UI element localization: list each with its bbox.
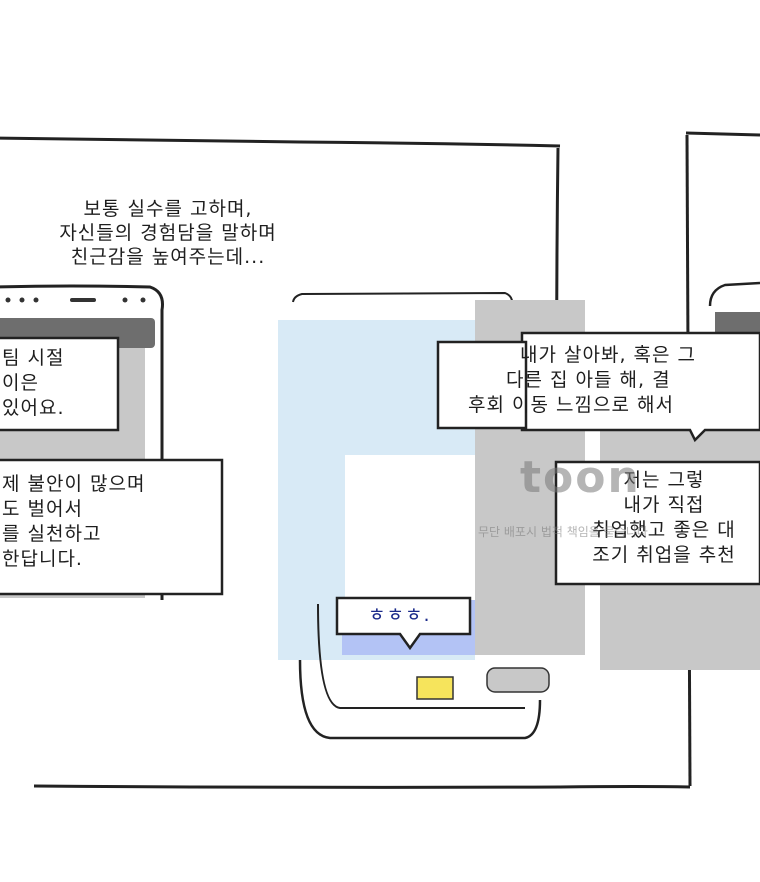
- caption-line-1: 보통 실수를 고하며,: [83, 198, 253, 220]
- caption-line-3: 친근감을 높여주는데...: [70, 246, 266, 268]
- center-reply-text: ㅎㅎㅎ.: [368, 604, 431, 626]
- center-screen-white-area: [345, 455, 475, 600]
- caption-line-2: 자신들의 경험담을 말하며: [59, 222, 277, 244]
- right-top-line-1: 내가 살아봐, 혹은 그: [520, 344, 696, 366]
- right-bottom-line-4: 조기 취업을 추천: [592, 544, 736, 566]
- gray-button: [486, 667, 550, 693]
- left-top-line-2: 이은: [2, 372, 39, 394]
- left-bottom-line-1: 제 불안이 많으며: [2, 473, 146, 495]
- panel-bottom-border: [33, 784, 691, 789]
- left-bottom-line-4: 한답니다.: [2, 548, 83, 570]
- left-top-bubble-text: 팀 시절 이은 있어요.: [2, 346, 64, 421]
- center-reply-bubble: [335, 596, 472, 651]
- left-phone-outline: [0, 284, 164, 600]
- right-bubble-bottom-shape: [554, 460, 760, 586]
- left-bubble-bottom: [0, 458, 224, 596]
- right-top-line-3: 후회 이동 느낌으로 해서: [468, 394, 674, 416]
- watermark-logo: toon: [520, 452, 641, 503]
- right-bubble-top-shape: [520, 331, 760, 443]
- right-bottom-line-3: 취업했고 좋은 대: [592, 519, 736, 541]
- right-top-line-2: 다른 집 아들 해, 결: [506, 369, 671, 391]
- left-top-line-3: 있어요.: [2, 397, 65, 419]
- left-bottom-line-2: 도 벌어서: [2, 498, 83, 520]
- panel-top-border: [0, 136, 561, 148]
- right-phone-outline: [708, 281, 760, 307]
- right-bottom-line-1: 저는 그렇: [623, 469, 705, 491]
- right-bottom-line-2: 내가 직접: [623, 494, 705, 516]
- watermark-text: 무단 배포시 법적 책임을 묻습니다: [478, 525, 648, 539]
- left-bottom-line-3: 를 실천하고: [2, 523, 102, 545]
- right-bottom-bubble-text: 저는 그렇 내가 직접 취업했고 좋은 대 조기 취업을 추천: [568, 468, 760, 568]
- left-top-line-1: 팀 시절: [2, 347, 65, 369]
- right-phone-status-bar: [715, 312, 760, 332]
- yellow-key: [416, 676, 454, 700]
- right-top-bubble-text: 내가 살아봐, 혹은 그 다른 집 아들 해, 결 후회 이동 느낌으로 해서: [468, 343, 696, 418]
- center-phone-outline: [292, 291, 514, 305]
- right-bubble-top-extension: [436, 340, 528, 430]
- left-bottom-bubble-text: 제 불안이 많으며 도 벌어서 를 실천하고 한답니다.: [2, 472, 145, 572]
- right-panel-top-border: [685, 131, 760, 137]
- center-phone-bottom-outline: [298, 659, 542, 740]
- left-bubble-top: [0, 336, 120, 432]
